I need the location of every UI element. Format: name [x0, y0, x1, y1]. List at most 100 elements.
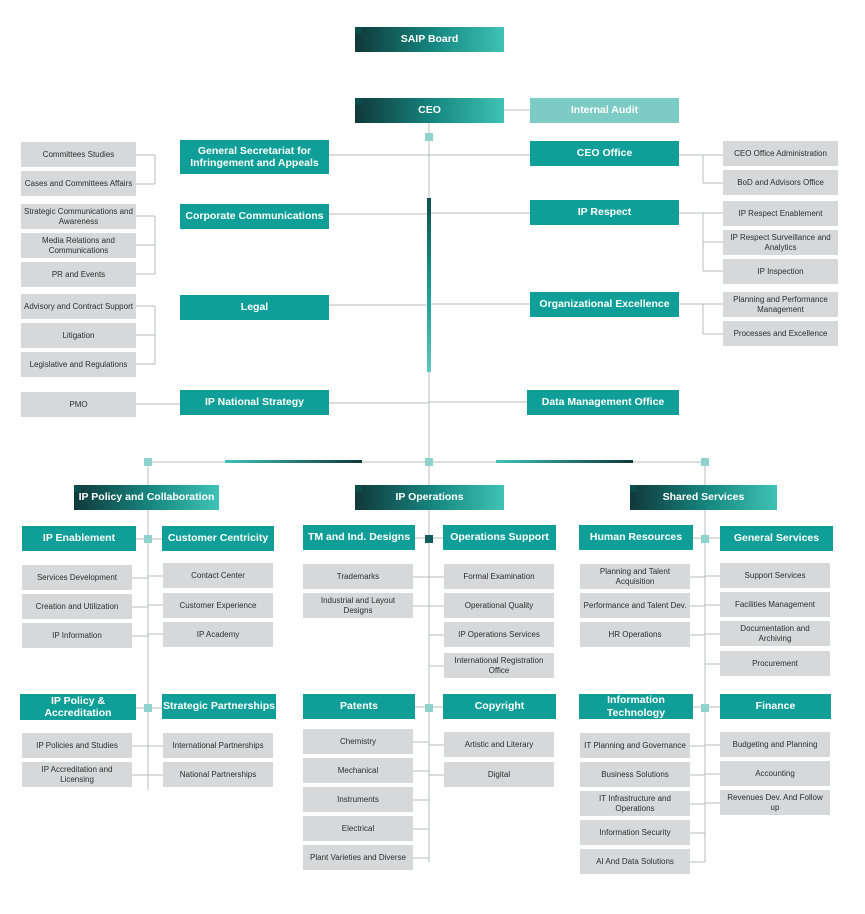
sub-operational-quality[interactable]: Operational Quality	[444, 593, 554, 618]
dept-copyright[interactable]: Copyright	[443, 694, 556, 719]
corner-notch	[355, 485, 362, 492]
sub-ip-inspection[interactable]: IP Inspection	[723, 259, 838, 284]
sub-chemistry[interactable]: Chemistry	[303, 729, 413, 754]
corner-notch	[74, 485, 81, 492]
sub-cases-committees[interactable]: Cases and Committees Affairs	[21, 171, 136, 196]
sub-pr-events[interactable]: PR and Events	[21, 262, 136, 287]
sub-ip-respect-surveillance[interactable]: IP Respect Surveillance and Analytics	[723, 230, 838, 255]
sub-bod-advisors[interactable]: BoD and Advisors Office	[723, 170, 838, 195]
sub-documentation-archiving[interactable]: Documentation and Archiving	[720, 621, 830, 646]
unit-organizational-excellence[interactable]: Organizational Excellence	[530, 292, 679, 317]
sub-plant-varieties[interactable]: Plant Varieties and Diverse	[303, 845, 413, 870]
sub-mechanical[interactable]: Mechanical	[303, 758, 413, 783]
connector-node	[425, 133, 433, 141]
sub-planning-talent[interactable]: Planning and Talent Acquisition	[580, 564, 690, 589]
unit-ip-national-strategy[interactable]: IP National Strategy	[180, 390, 329, 415]
sector-label: IP Operations	[395, 491, 464, 504]
sub-media-relations[interactable]: Media Relations and Communications	[21, 233, 136, 258]
sub-creation-utilization[interactable]: Creation and Utilization	[22, 594, 132, 619]
sub-facilities-management[interactable]: Facilities Management	[720, 592, 830, 617]
sub-hr-operations[interactable]: HR Operations	[580, 622, 690, 647]
internal-audit-box[interactable]: Internal Audit	[530, 98, 679, 123]
sub-planning-performance[interactable]: Planning and Performance Management	[723, 292, 838, 317]
ceo-box[interactable]: CEO	[355, 98, 504, 123]
sub-ip-academy[interactable]: IP Academy	[163, 622, 273, 647]
sub-accounting[interactable]: Accounting	[720, 761, 830, 786]
dept-customer-centricity[interactable]: Customer Centricity	[162, 526, 274, 551]
dept-operations-support[interactable]: Operations Support	[443, 525, 556, 550]
sub-ip-respect-enablement[interactable]: IP Respect Enablement	[723, 201, 838, 226]
sub-it-infrastructure[interactable]: IT Infrastructure and Operations	[580, 791, 690, 816]
corner-notch	[355, 27, 362, 34]
sub-international-registration[interactable]: International Registration Office	[444, 653, 554, 678]
sub-legislative-regulations[interactable]: Legislative and Regulations	[21, 352, 136, 377]
unit-corporate-communications[interactable]: Corporate Communications	[180, 204, 329, 229]
connector-node	[425, 458, 433, 466]
ceo-label: CEO	[418, 104, 441, 117]
sub-committees-studies[interactable]: Committees Studies	[21, 142, 136, 167]
sub-ip-policies-studies[interactable]: IP Policies and Studies	[22, 733, 132, 758]
board-label: SAIP Board	[400, 33, 459, 46]
connector-node	[144, 704, 152, 712]
dept-information-technology[interactable]: Information Technology	[579, 694, 693, 719]
distribution-bar-left	[225, 460, 362, 463]
sub-business-solutions[interactable]: Business Solutions	[580, 762, 690, 787]
sub-industrial-layout-designs[interactable]: Industrial and Layout Designs	[303, 593, 413, 618]
central-bar	[427, 198, 431, 372]
sub-ip-operations-services[interactable]: IP Operations Services	[444, 622, 554, 647]
sub-instruments[interactable]: Instruments	[303, 787, 413, 812]
sub-customer-experience[interactable]: Customer Experience	[163, 593, 273, 618]
connector-node	[701, 458, 709, 466]
sub-ip-accreditation-licensing[interactable]: IP Accreditation and Licensing	[22, 762, 132, 787]
sector-ip-policy-collaboration[interactable]: IP Policy and Collaboration	[74, 485, 219, 510]
connector-node	[144, 535, 152, 543]
dept-patents[interactable]: Patents	[303, 694, 415, 719]
sub-performance-talent[interactable]: Performance and Talent Dev.	[580, 593, 690, 618]
sub-services-development[interactable]: Services Development	[22, 565, 132, 590]
sub-revenues-dev[interactable]: Revenues Dev. And Follow up	[720, 790, 830, 815]
sector-ip-operations[interactable]: IP Operations	[355, 485, 504, 510]
sub-strategic-communications[interactable]: Strategic Communications and Awareness	[21, 204, 136, 229]
connector-node	[144, 458, 152, 466]
sub-budgeting-planning[interactable]: Budgeting and Planning	[720, 732, 830, 757]
dept-strategic-partnerships[interactable]: Strategic Partnerships	[162, 694, 276, 719]
unit-legal[interactable]: Legal	[180, 295, 329, 320]
unit-ceo-office[interactable]: CEO Office	[530, 141, 679, 166]
dept-tm-ind-designs[interactable]: TM and Ind. Designs	[303, 525, 415, 550]
sub-artistic-literary[interactable]: Artistic and Literary	[444, 732, 554, 757]
dept-ip-policy-accreditation[interactable]: IP Policy & Accreditation	[20, 694, 136, 720]
dept-general-services[interactable]: General Services	[720, 526, 833, 551]
sub-information-security[interactable]: Information Security	[580, 820, 690, 845]
sub-contact-center[interactable]: Contact Center	[163, 563, 273, 588]
sub-litigation[interactable]: Litigation	[21, 323, 136, 348]
dept-human-resources[interactable]: Human Resources	[579, 525, 693, 550]
unit-data-management-office[interactable]: Data Management Office	[527, 390, 679, 415]
sub-international-partnerships[interactable]: International Partnerships	[163, 733, 273, 758]
board-box[interactable]: SAIP Board	[355, 27, 504, 52]
unit-general-secretariat[interactable]: General Secretariat for Infringement and…	[180, 140, 329, 174]
sub-ai-data-solutions[interactable]: AI And Data Solutions	[580, 849, 690, 874]
connector-node	[425, 535, 433, 543]
sub-advisory-contract[interactable]: Advisory and Contract Support	[21, 294, 136, 319]
unit-ip-respect[interactable]: IP Respect	[530, 200, 679, 225]
connector-node	[701, 535, 709, 543]
connector-node	[425, 704, 433, 712]
sub-electrical[interactable]: Electrical	[303, 816, 413, 841]
sub-support-services[interactable]: Support Services	[720, 563, 830, 588]
corner-notch	[355, 98, 362, 105]
sub-pmo[interactable]: PMO	[21, 392, 136, 417]
sub-processes-excellence[interactable]: Processes and Excellence	[723, 321, 838, 346]
connector-node	[701, 704, 709, 712]
dept-finance[interactable]: Finance	[720, 694, 831, 719]
sub-ceo-office-admin[interactable]: CEO Office Administration	[723, 141, 838, 166]
sector-label: Shared Services	[662, 491, 745, 504]
sector-shared-services[interactable]: Shared Services	[630, 485, 777, 510]
sub-national-partnerships[interactable]: National Partnerships	[163, 762, 273, 787]
sub-trademarks[interactable]: Trademarks	[303, 564, 413, 589]
dept-ip-enablement[interactable]: IP Enablement	[22, 526, 136, 551]
sub-procurement[interactable]: Procurement	[720, 651, 830, 676]
sub-ip-information[interactable]: IP Information	[22, 623, 132, 648]
sub-formal-examination[interactable]: Formal Examination	[444, 564, 554, 589]
sub-digital[interactable]: Digital	[444, 762, 554, 787]
sub-it-planning-governance[interactable]: IT Planning and Governance	[580, 733, 690, 758]
